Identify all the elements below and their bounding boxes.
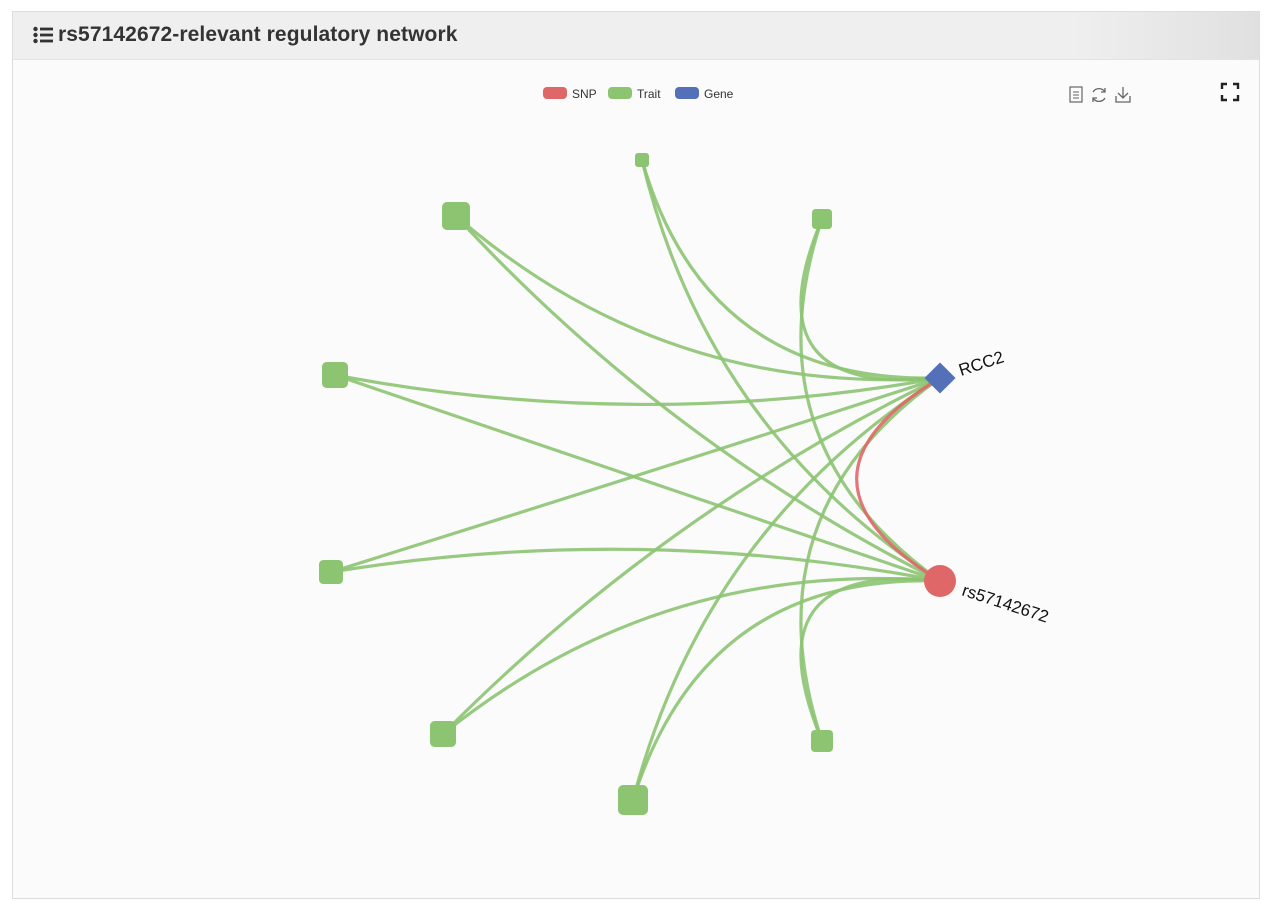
node-trait-3[interactable]: [442, 202, 470, 230]
edge-trait-8-RCC2[interactable]: [799, 376, 941, 742]
panel-title: rs57142672-relevant regulatory network: [58, 23, 458, 46]
legend-swatch-trait[interactable]: [608, 87, 632, 99]
edge-trait-8-rs57142672[interactable]: [799, 577, 941, 742]
save-image-icon[interactable]: [1115, 87, 1131, 103]
edge-trait-5-RCC2[interactable]: [330, 376, 941, 574]
edge-trait-3-rs57142672[interactable]: [454, 214, 941, 583]
legend-swatch-gene[interactable]: [675, 87, 699, 99]
legend-label-gene[interactable]: Gene: [704, 87, 734, 101]
nodes-layer: rs57142672 RCC2: [319, 153, 1051, 815]
node-trait-2[interactable]: [812, 209, 832, 229]
edge-trait-6-RCC2[interactable]: [441, 376, 941, 736]
node-RCC2[interactable]: [924, 362, 956, 394]
edge-rs57142672-RCC2[interactable]: [855, 376, 941, 583]
node-trait-1[interactable]: [635, 153, 649, 167]
edge-trait-1-rs57142672[interactable]: [640, 159, 941, 583]
edge-trait-2-rs57142672[interactable]: [799, 218, 941, 583]
node-rs57142672[interactable]: [924, 565, 956, 597]
edge-trait-2-RCC2[interactable]: [799, 218, 941, 382]
list-icon: [33, 26, 53, 44]
edge-trait-4-RCC2[interactable]: [334, 373, 941, 407]
node-trait-8[interactable]: [811, 730, 833, 752]
node-trait-6[interactable]: [430, 721, 456, 747]
restore-icon[interactable]: [1092, 88, 1106, 102]
edge-trait-4-rs57142672[interactable]: [334, 373, 941, 583]
edge-trait-5-rs57142672[interactable]: [330, 547, 941, 583]
edge-trait-1-RCC2[interactable]: [640, 159, 941, 380]
node-label-rs57142672: rs57142672: [960, 581, 1051, 627]
legend-swatch-snp[interactable]: [543, 87, 567, 99]
node-label-RCC2: RCC2: [956, 347, 1006, 379]
node-trait-4[interactable]: [322, 362, 348, 388]
fullscreen-icon[interactable]: [1220, 82, 1240, 102]
node-trait-7[interactable]: [618, 785, 648, 815]
edge-trait-6-rs57142672[interactable]: [441, 576, 941, 736]
legend-label-snp[interactable]: SNP: [572, 87, 597, 101]
legend: SNP Trait Gene: [543, 87, 734, 101]
legend-label-trait[interactable]: Trait: [637, 87, 661, 101]
edge-trait-3-RCC2[interactable]: [454, 214, 941, 382]
panel-header: rs57142672-relevant regulatory network: [13, 12, 1259, 60]
data-view-icon[interactable]: [1069, 86, 1083, 103]
edge-trait-7-RCC2[interactable]: [631, 376, 941, 801]
node-trait-5[interactable]: [319, 560, 343, 584]
edges-layer: [330, 159, 941, 801]
edge-trait-7-rs57142672[interactable]: [631, 579, 941, 801]
